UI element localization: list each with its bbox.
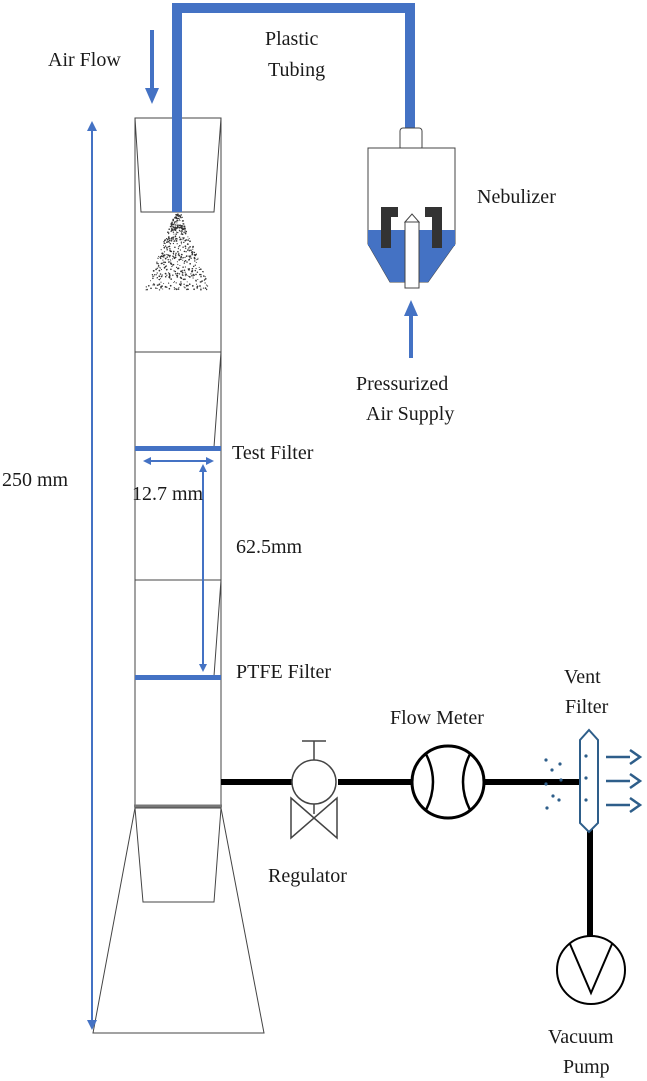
pressurized-air-label-line2: Air Supply [366,403,454,425]
width-dimension-label: 12.7 mm [132,483,204,505]
flow-meter-label: Flow Meter [390,707,484,729]
plastic-tubing-label-line2: Tubing [268,59,325,81]
aerosol-spray [145,213,209,291]
flow-meter-icon [410,744,486,820]
nebulizer-icon [367,127,456,289]
pressurized-air-label-line1: Pressurized [356,373,448,395]
air-flow-label: Air Flow [48,49,121,71]
vent-filter-label-line2: Filter [565,696,609,718]
test-filter-bar [135,446,221,451]
test-filter-label: Test Filter [232,442,314,464]
vacuum-pump-label-line2: Pump [563,1056,610,1078]
total-height-label: 250 mm [2,469,69,491]
vacuum-pump-icon [556,935,626,1005]
vent-filter-label-line1: Vent [564,666,601,688]
spacing-dimension-label: 62.5mm [236,536,303,558]
plastic-tubing-label-line1: Plastic [265,28,318,50]
regulator-label: Regulator [268,865,347,887]
vent-filter-icon [544,728,643,834]
plastic-tubing [172,3,415,212]
vacuum-line [221,779,593,940]
ptfe-filter-bar [135,675,221,680]
regulator-valve-icon [290,740,338,840]
pressurized-air-arrow [404,300,418,358]
air-flow-arrow [145,30,159,104]
ptfe-filter-label: PTFE Filter [236,661,331,683]
nebulizer-label: Nebulizer [477,186,556,208]
vacuum-pump-label-line1: Vacuum [548,1026,614,1048]
